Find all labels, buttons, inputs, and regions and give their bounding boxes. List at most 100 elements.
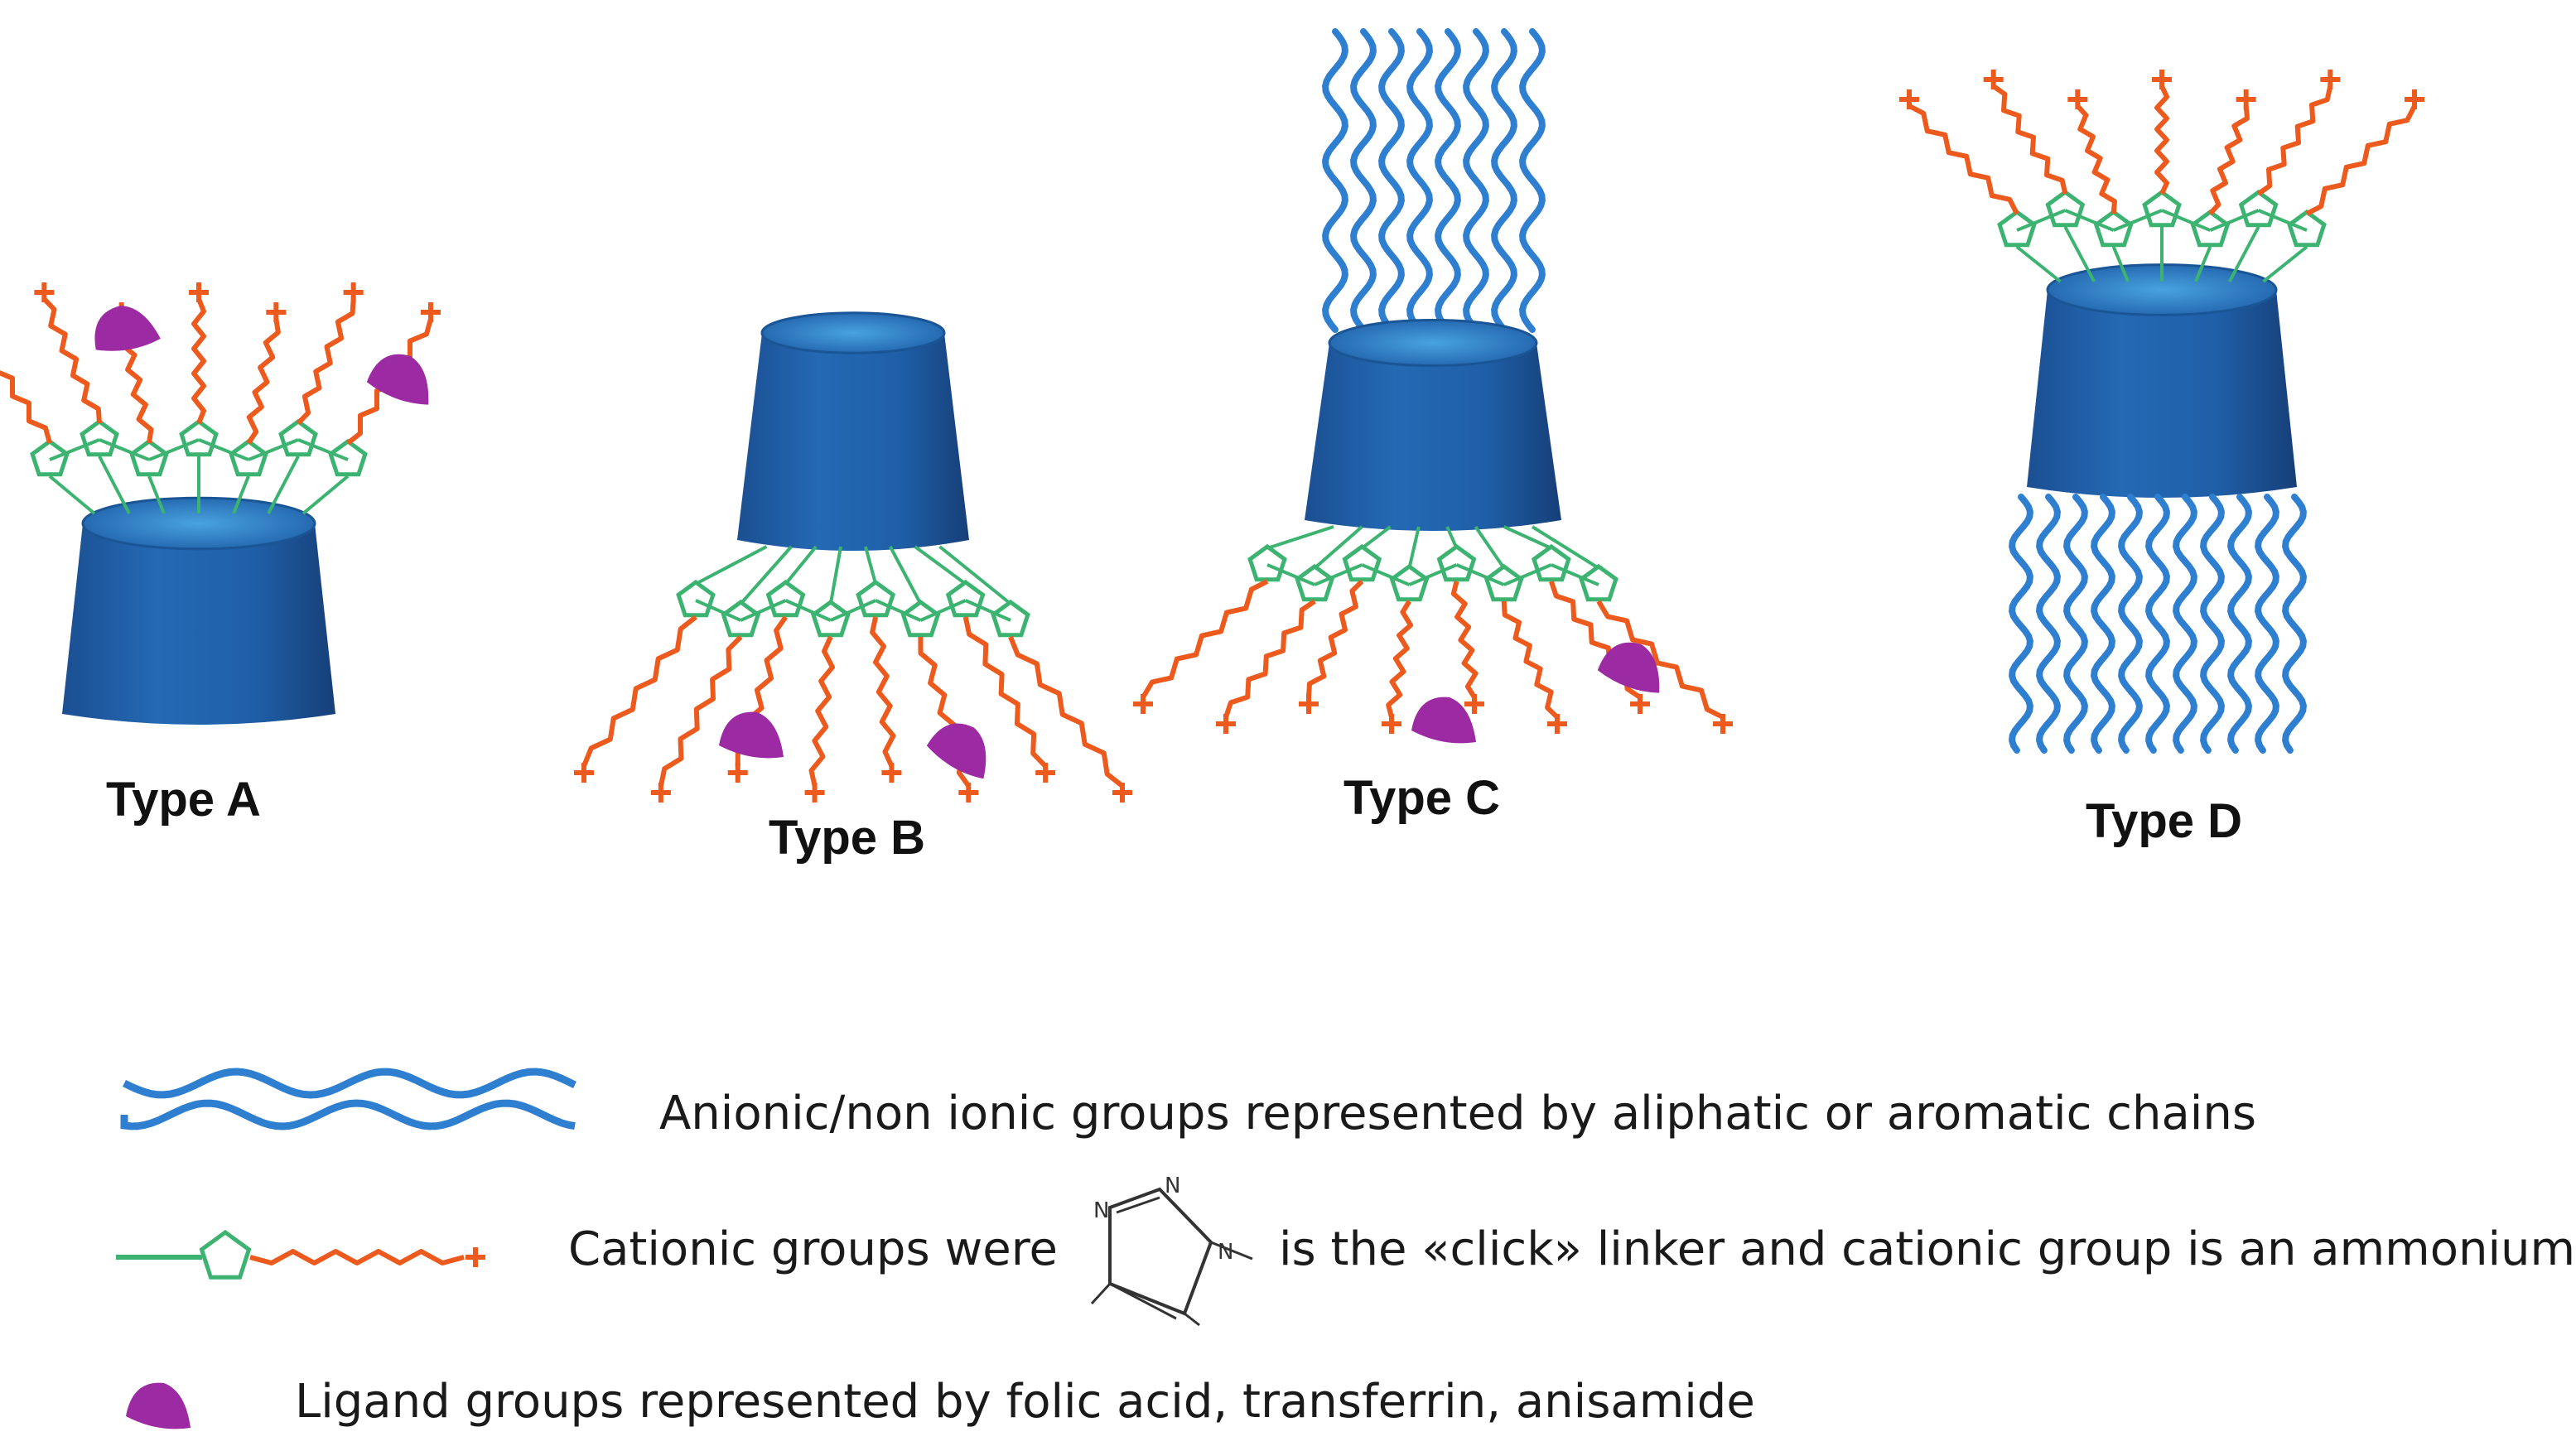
ammonium-linker — [812, 637, 833, 786]
anionic-chain — [1466, 31, 1486, 330]
type-a-label: Type A — [106, 772, 261, 827]
anionic-chain — [1494, 31, 1514, 330]
cation-plus — [2405, 89, 2424, 109]
ammonium-linker — [1011, 637, 1122, 786]
triazole-link — [1362, 565, 1409, 585]
triazole-ring — [2048, 192, 2082, 225]
anionic-chain — [2149, 497, 2167, 750]
triazole-link — [1551, 565, 1599, 585]
triazole-link — [696, 600, 740, 620]
cation-plus — [1630, 694, 1650, 714]
triazole-link — [966, 600, 1011, 620]
cation-plus — [728, 763, 748, 783]
triazole-link — [298, 440, 348, 460]
anionic-chain — [1382, 31, 1401, 330]
triazole-ring — [769, 582, 803, 615]
anionic-chain — [1522, 31, 1542, 330]
anionic-chain — [2067, 497, 2085, 750]
triazole-atom-label: N — [1165, 1174, 1180, 1198]
triazole-stem — [50, 476, 94, 513]
triazole-link — [248, 440, 298, 460]
type-d-label: Type D — [2086, 793, 2242, 849]
triazole-ring — [1344, 547, 1379, 580]
triazole-double-bond — [1110, 1284, 1176, 1318]
triazole-ring — [1440, 547, 1474, 580]
triazole-stem — [2017, 247, 2061, 282]
anionic-chain — [2258, 497, 2276, 750]
triazole-link — [920, 600, 965, 620]
ammonium-linker — [2157, 86, 2167, 194]
triazole-link — [2162, 210, 2210, 230]
cation-plus — [1464, 694, 1484, 714]
cation-plus — [2236, 89, 2256, 109]
ammonium-linker — [661, 637, 740, 786]
ammonium-linker — [2259, 86, 2331, 194]
triazole-link — [2017, 210, 2065, 230]
anionic-chain — [124, 1103, 575, 1126]
ammonium-linker — [250, 1251, 464, 1263]
triazole-stem — [1267, 527, 1334, 548]
type-b-structure — [574, 313, 1132, 803]
triazole-ring — [948, 582, 983, 615]
cation-plus — [1547, 714, 1567, 734]
anionic-chain — [1325, 31, 1345, 330]
triazole-ring — [678, 582, 713, 615]
ammonium-linker — [2307, 106, 2414, 214]
triazole-link — [149, 440, 199, 460]
legend-anionic-text: Anionic/non ionic groups represented by … — [659, 1087, 2256, 1140]
legend-ligand-text: Ligand groups represented by folic acid,… — [295, 1375, 1755, 1429]
triazole-link — [1315, 565, 1362, 585]
triazole-link — [740, 600, 785, 620]
anionic-chain — [2012, 497, 2030, 750]
triazole-stem — [303, 476, 348, 513]
triazole-skeleton — [1110, 1189, 1211, 1314]
cation-plus — [805, 783, 825, 803]
cation-plus — [1216, 714, 1236, 734]
type-b-label: Type B — [769, 810, 925, 865]
triazole-stem — [1504, 527, 1551, 548]
triazole-stem — [915, 547, 966, 584]
triazole-link — [876, 600, 920, 620]
cyclodextrin-body — [62, 523, 335, 725]
cyclodextrin-rim — [762, 313, 944, 353]
ammonium-linker — [872, 617, 893, 766]
cation-plus — [2152, 70, 2172, 89]
type-a-structure — [0, 282, 441, 725]
anionic-chain — [2203, 497, 2221, 750]
triazole-link — [786, 600, 831, 620]
triazole-ring — [858, 582, 893, 615]
cation-plus — [266, 302, 286, 322]
triazole-ring-row — [678, 582, 1028, 635]
anionic-chain — [1353, 31, 1373, 330]
triazole-atom-label: N — [1218, 1240, 1233, 1265]
cation-plus — [1984, 70, 2004, 89]
legend-cationic-text-post: is the «click» linker and cationic group… — [1279, 1222, 2575, 1276]
triazole-link — [50, 440, 99, 460]
triazole-link — [1267, 565, 1315, 585]
triazole-link — [1409, 565, 1456, 585]
cation-plus — [2320, 70, 2340, 89]
ligand-shape — [923, 714, 999, 779]
triazole-link — [2210, 210, 2258, 230]
triazole-link — [831, 600, 876, 620]
ammonium-linker — [248, 319, 278, 443]
triazole-link — [2259, 210, 2307, 230]
triazole-stem — [1409, 527, 1418, 568]
triazole-ring — [2241, 192, 2276, 225]
ammonium-linker — [1994, 86, 2066, 194]
triazole-ring — [181, 422, 216, 455]
cyclodextrin-body — [1305, 343, 1561, 531]
triazole-stem — [1475, 527, 1503, 568]
triazole-ring — [281, 422, 316, 455]
ammonium-linker — [0, 319, 50, 443]
ligand-shape — [84, 296, 161, 362]
triazole-ring — [202, 1232, 249, 1277]
cyclodextrin-body — [2027, 290, 2297, 498]
ammonium-linker — [194, 299, 204, 423]
ammonium-linker — [1909, 106, 2017, 214]
ligand-shape — [126, 1383, 191, 1429]
triazole-stem — [696, 547, 767, 584]
cation-plus — [651, 783, 671, 803]
cation-plus — [881, 763, 901, 783]
triazole-ring-row — [1250, 547, 1616, 600]
